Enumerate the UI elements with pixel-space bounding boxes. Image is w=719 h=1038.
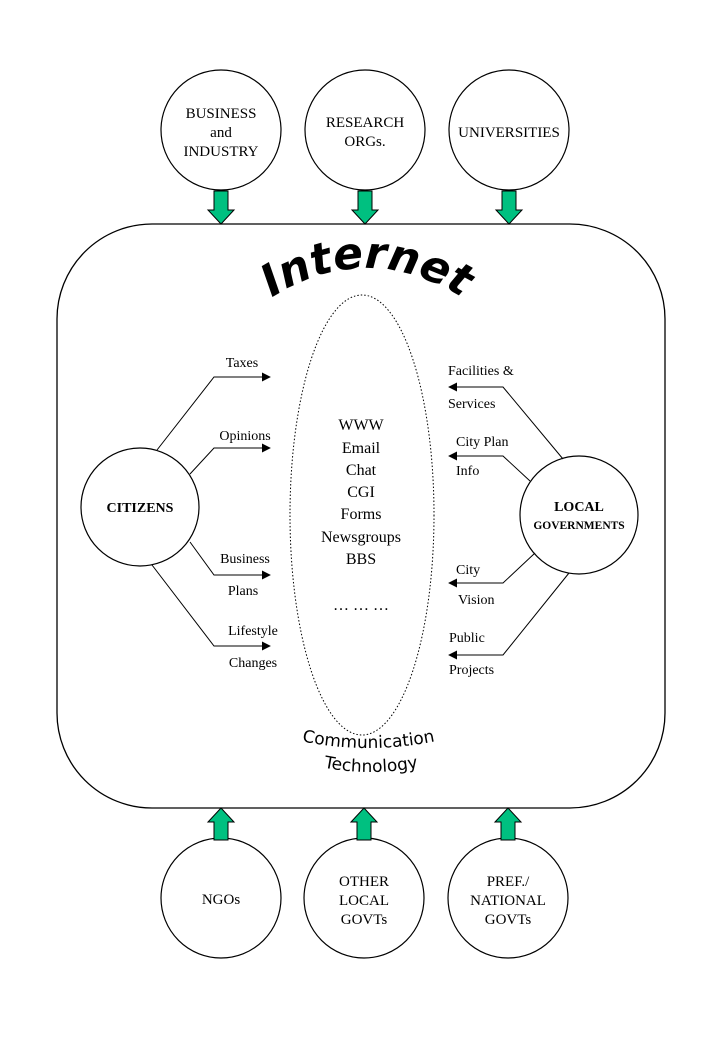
local-governments-node: LOCAL GOVERNMENTS: [519, 455, 639, 575]
tech-forms: Forms: [341, 506, 382, 523]
comm-tech-line1: Communication: [301, 727, 436, 753]
internet-boundary: [56, 223, 666, 809]
svg-text:LOCAL: LOCAL: [554, 500, 604, 515]
tech-ellipsis: … … …: [333, 597, 389, 614]
svg-text:OTHER: OTHER: [339, 874, 389, 890]
label-lifestyle: Lifestyle: [228, 624, 278, 639]
green-arrow-universities-down: [494, 190, 524, 225]
svg-text:UNIVERSITIES: UNIVERSITIES: [458, 125, 560, 141]
svg-text:ORGs.: ORGs.: [344, 134, 385, 150]
tech-bbs: BBS: [346, 551, 376, 568]
label-vision: Vision: [458, 593, 495, 608]
top-node-business-industry: BUSINESS and INDUSTRY: [160, 69, 282, 191]
svg-text:GOVERNMENTS: GOVERNMENTS: [533, 520, 624, 532]
svg-text:NATIONAL: NATIONAL: [470, 893, 546, 909]
top-node-research-orgs: RESEARCH ORGs.: [304, 69, 426, 191]
tech-cgi: CGI: [347, 484, 375, 501]
label-business: Business: [220, 552, 270, 567]
svg-text:GOVTs: GOVTs: [485, 912, 532, 928]
citizens-to-lifestyle: [151, 564, 271, 651]
govt-to-city-plan: [448, 451, 531, 482]
label-public: Public: [449, 631, 485, 646]
bottom-node-pref-national-govts: PREF./ NATIONAL GOVTs: [447, 837, 569, 959]
label-services: Services: [448, 397, 495, 412]
svg-text:CITIZENS: CITIZENS: [107, 501, 174, 516]
green-arrow-research-down: [350, 190, 380, 225]
tech-www: WWW: [338, 417, 384, 434]
label-info: Info: [456, 464, 479, 479]
label-plans: Plans: [228, 584, 258, 599]
svg-text:PREF./: PREF./: [487, 874, 530, 890]
comm-tech-line2: Technology: [322, 753, 419, 777]
citizens-to-opinions: [189, 443, 271, 475]
label-opinions: Opinions: [219, 429, 270, 444]
govt-output-labels: Facilities & Services City Plan Info Cit…: [448, 364, 514, 678]
svg-text:GOVTs: GOVTs: [341, 912, 388, 928]
tech-newsgroups: Newsgroups: [321, 529, 401, 546]
svg-text:LOCAL: LOCAL: [339, 893, 389, 909]
label-projects: Projects: [449, 663, 494, 678]
svg-text:RESEARCH: RESEARCH: [326, 115, 405, 131]
govt-to-public-projects: [448, 572, 570, 660]
govt-to-facilities: [448, 382, 564, 460]
green-arrow-local-govts-up: [349, 807, 379, 841]
top-node-universities: UNIVERSITIES: [448, 69, 570, 191]
svg-text:BUSINESS: BUSINESS: [186, 106, 257, 122]
green-arrow-national-govts-up: [493, 807, 523, 841]
bottom-node-ngos: NGOs: [160, 837, 282, 959]
internet-title: Internet: [252, 228, 484, 308]
label-taxes: Taxes: [226, 356, 258, 371]
citizens-output-labels: Taxes Opinions Business Plans Lifestyle …: [219, 356, 278, 671]
label-changes: Changes: [229, 656, 277, 671]
citizens-node: CITIZENS: [80, 447, 200, 567]
govt-to-city-vision: [448, 552, 536, 588]
citizens-to-taxes: [156, 372, 271, 451]
technology-list: WWW Email Chat CGI Forms Newsgroups BBS …: [321, 417, 401, 614]
technology-ellipse: [289, 294, 435, 736]
label-city-plan: City Plan: [456, 435, 509, 450]
bottom-node-other-local-govts: OTHER LOCAL GOVTs: [303, 837, 425, 959]
svg-text:and: and: [210, 125, 232, 141]
svg-text:NGOs: NGOs: [202, 892, 240, 908]
green-arrows: [206, 190, 524, 841]
label-facilities: Facilities &: [448, 364, 514, 379]
citizens-to-business-plans: [189, 541, 271, 580]
citizens-connectors: [151, 372, 271, 651]
svg-text:INDUSTRY: INDUSTRY: [183, 144, 258, 160]
green-arrow-business-down: [206, 190, 236, 225]
tech-email: Email: [342, 440, 381, 457]
govt-connectors: [448, 382, 570, 660]
green-arrow-ngos-up: [206, 807, 236, 841]
tech-chat: Chat: [346, 462, 377, 479]
label-city: City: [456, 563, 480, 578]
